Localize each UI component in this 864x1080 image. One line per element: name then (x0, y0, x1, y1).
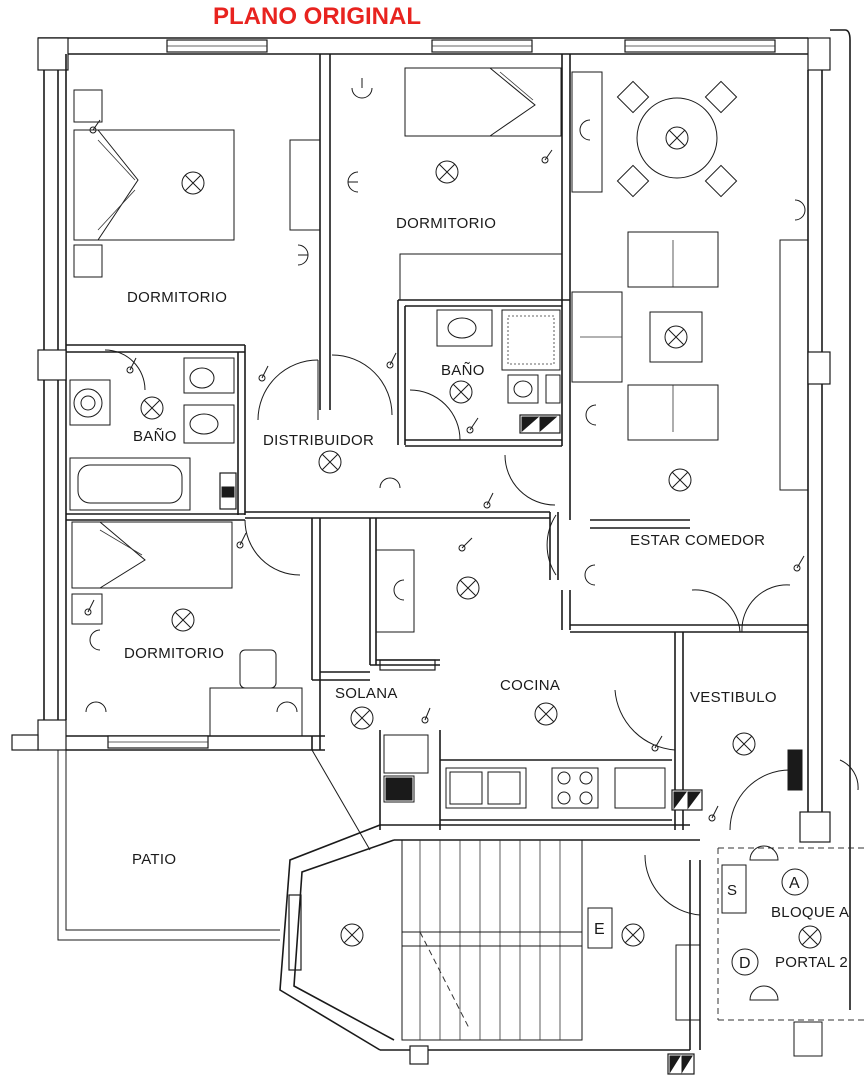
room-label-estar-comedor: ESTAR COMEDOR (630, 532, 765, 549)
portal-area (587, 845, 864, 1057)
plan-title: PLANO ORIGINAL (213, 3, 421, 30)
wall-outlet-icon (276, 701, 298, 713)
bedroom-2-furniture (399, 67, 563, 301)
room-label-bano-2: BAÑO (441, 362, 485, 379)
light-switch-icon (258, 365, 269, 382)
light-fixture-icon (181, 171, 205, 195)
light-fixture-icon (140, 396, 164, 420)
light-fixture-icon (668, 468, 692, 492)
bloque-label: BLOQUE A (771, 904, 849, 921)
marker-a-circle (781, 868, 809, 896)
light-fixture-icon (621, 923, 645, 947)
light-switch-icon (458, 537, 473, 552)
light-switch-icon (466, 417, 479, 434)
room-label-solana: SOLANA (335, 685, 398, 702)
wall-outlet-icon (351, 78, 373, 99)
living-furniture (571, 71, 809, 491)
windows (107, 39, 776, 971)
light-switch-icon (386, 352, 397, 369)
light-switch-icon (541, 149, 553, 164)
bath-1-fixtures (69, 357, 237, 511)
room-label-dormitorio-2: DORMITORIO (396, 215, 496, 232)
room-label-distribuidor: DISTRIBUIDOR (263, 432, 374, 449)
light-fixture-icon (435, 160, 459, 184)
light-fixture-icon (798, 925, 822, 949)
portal-label: PORTAL 2 (775, 954, 848, 971)
room-label-vestibulo: VESTIBULO (690, 689, 777, 706)
light-switch-icon (651, 735, 663, 752)
wall-outlet-icon (89, 629, 101, 651)
bedroom-1-furniture (73, 89, 321, 278)
wall-outlet-icon (379, 477, 401, 489)
light-switch-icon (421, 707, 431, 724)
marker-a: A (789, 875, 800, 892)
room-label-patio: PATIO (132, 851, 176, 868)
room-label-cocina: COCINA (500, 677, 560, 694)
light-switch-icon (126, 357, 137, 374)
marker-s: S (727, 882, 737, 899)
wall-outlet-icon (393, 579, 405, 601)
light-switch-icon (89, 119, 101, 134)
outlets (85, 78, 806, 713)
light-fixture-icon (664, 325, 688, 349)
wall-outlet-icon (794, 199, 806, 221)
light-switch-icon (708, 805, 719, 822)
staircase (279, 824, 701, 1075)
light-fixture-icon (456, 576, 480, 600)
wall-outlet-icon (585, 404, 597, 426)
wall-outlet-icon (85, 701, 107, 713)
wall-outlet-icon (347, 171, 359, 193)
light-fixture-icon (665, 126, 689, 150)
light-fixture-icon (534, 702, 558, 726)
marker-d-circle (731, 948, 759, 976)
light-fixture-icon (340, 923, 364, 947)
light-switch-icon (84, 599, 95, 616)
bath-2-fixtures (436, 309, 561, 434)
room-label-bano-1: BAÑO (133, 428, 177, 445)
switches (84, 119, 805, 822)
light-fixture-icon (732, 732, 756, 756)
light-fixture-icon (350, 706, 374, 730)
wall-outlet-icon (297, 244, 309, 266)
light-fixtures (140, 126, 822, 949)
marker-d: D (739, 955, 751, 972)
light-fixture-icon (449, 380, 473, 404)
light-fixture-icon (171, 608, 195, 632)
light-fixture-icon (318, 450, 342, 474)
column (787, 749, 803, 791)
patio-area (57, 749, 371, 941)
light-switch-icon (236, 532, 247, 549)
bedroom-3-furniture (71, 521, 303, 737)
kitchen-fixtures (375, 549, 703, 811)
interior-walls (66, 54, 808, 830)
wall-outlet-icon (584, 564, 596, 586)
room-label-dormitorio-1: DORMITORIO (127, 289, 227, 306)
light-switch-icon (793, 555, 805, 572)
wall-outlet-icon (579, 119, 591, 141)
marker-e: E (594, 921, 605, 938)
room-label-dormitorio-3: DORMITORIO (124, 645, 224, 662)
light-switch-icon (483, 492, 494, 509)
